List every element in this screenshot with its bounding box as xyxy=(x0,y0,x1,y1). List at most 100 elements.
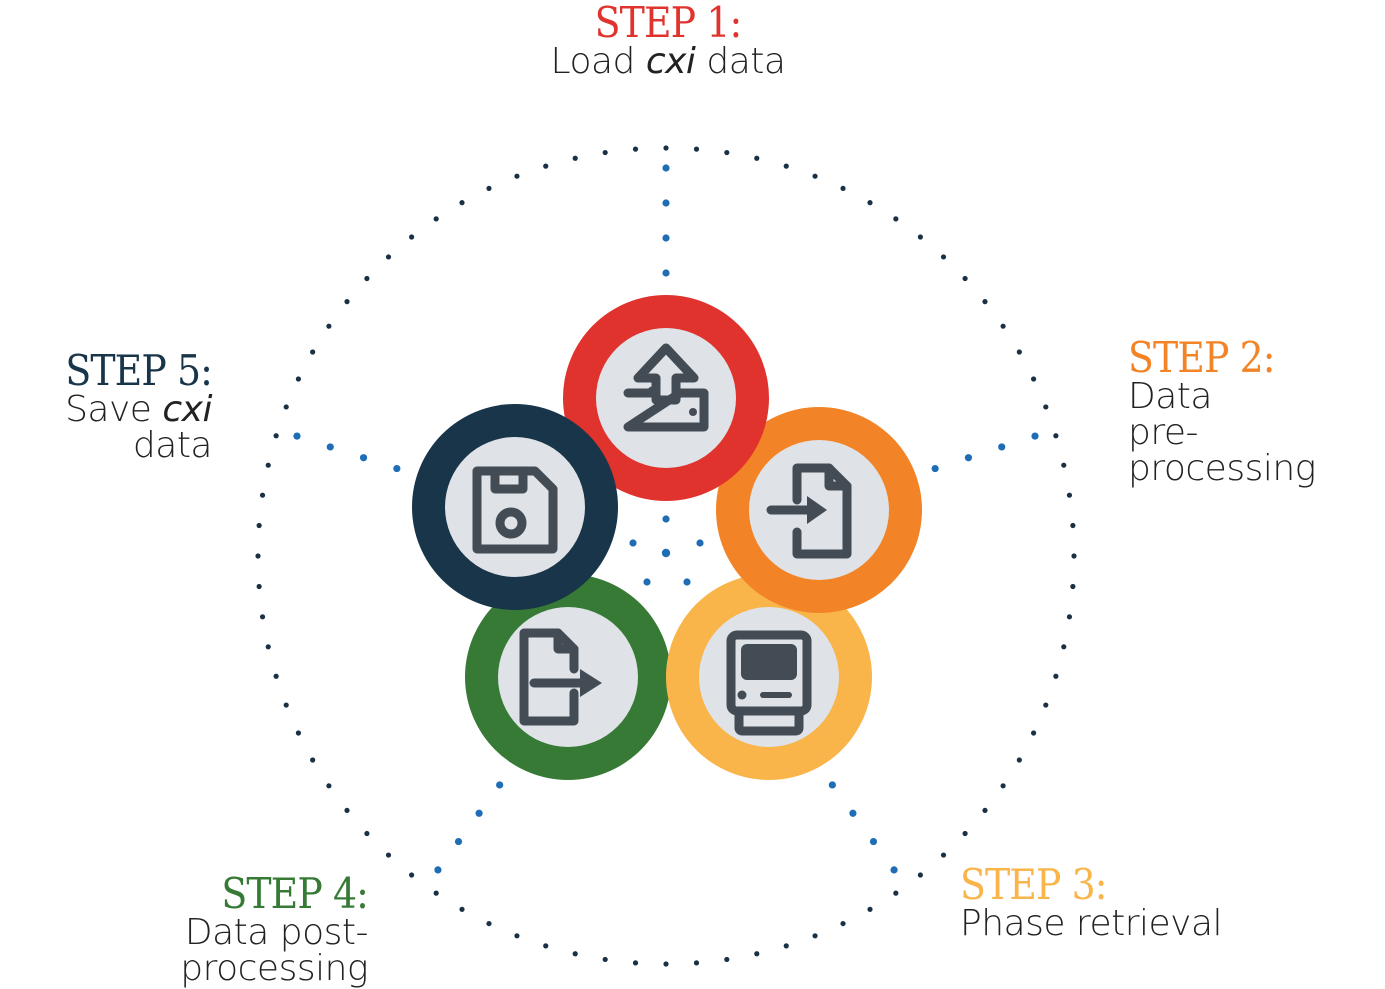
spoke-dot xyxy=(475,809,483,817)
ring-dot xyxy=(1043,702,1049,708)
step-3-description: Phase retrieval xyxy=(960,903,1223,944)
ring-dot xyxy=(1000,783,1006,789)
spoke-dot xyxy=(869,837,878,846)
tray-dot xyxy=(689,408,697,416)
ring-dot xyxy=(1016,349,1022,355)
step-2-node xyxy=(716,407,922,613)
spoke-dot xyxy=(931,464,939,473)
step-1-description: Load cxi data xyxy=(550,41,786,82)
ring-dot xyxy=(256,522,262,529)
step-5-label: STEP 5: Save cxi data xyxy=(20,350,213,466)
ring-dot xyxy=(783,163,789,169)
center-dot xyxy=(683,578,691,586)
ring-dot xyxy=(255,553,261,559)
spoke-dot xyxy=(496,781,504,789)
ring-dot xyxy=(409,872,415,878)
ring-dot xyxy=(1053,673,1059,679)
ring-dot xyxy=(893,890,899,896)
ring-dot xyxy=(1066,614,1073,620)
spoke-dot xyxy=(662,269,670,277)
ring-dot xyxy=(295,730,302,736)
ring-dot xyxy=(283,702,289,708)
spoke-dot xyxy=(359,454,368,462)
ring-dot xyxy=(259,614,266,620)
ring-dot xyxy=(385,852,392,858)
ring-dot xyxy=(486,920,492,927)
spoke-dot xyxy=(828,781,836,789)
spoke-dot xyxy=(998,443,1006,451)
ring-dot xyxy=(486,185,492,192)
ring-dot xyxy=(310,757,316,763)
ring-dot xyxy=(326,323,332,329)
ring-dot xyxy=(1053,433,1059,439)
ring-dot xyxy=(632,146,639,152)
ring-dot xyxy=(754,951,760,957)
outer-dotted-circle xyxy=(255,145,1077,967)
center-dot xyxy=(696,539,704,547)
document-corner xyxy=(553,628,579,654)
step-1-label: STEP 1: Load cxi data xyxy=(548,2,788,80)
center-dot xyxy=(662,515,670,523)
ring-dot xyxy=(1061,462,1067,468)
ring-dot xyxy=(982,807,988,813)
step-2-description-line1: Data xyxy=(1128,376,1212,417)
ring-dot xyxy=(1071,553,1077,559)
ring-dot xyxy=(602,956,608,963)
ring-dot xyxy=(310,349,316,355)
spoke-dot xyxy=(662,199,670,207)
step-5-description-line2: data xyxy=(132,425,213,466)
ring-dot xyxy=(514,173,520,179)
step-1-title: STEP 1: xyxy=(594,0,743,47)
ring-dot xyxy=(1043,404,1049,410)
ring-dot xyxy=(433,890,439,896)
ring-dot xyxy=(514,933,520,939)
ring-dot xyxy=(1070,522,1076,529)
ring-dot xyxy=(602,149,608,156)
ring-dot xyxy=(273,433,279,439)
ring-dot xyxy=(344,807,350,813)
ring-dot xyxy=(543,943,549,949)
ring-dot xyxy=(1066,492,1073,498)
ring-dot xyxy=(283,404,289,410)
center-dot xyxy=(629,539,637,547)
spoke-dot xyxy=(849,809,857,817)
ring-dot xyxy=(364,275,370,282)
ring-dot xyxy=(840,185,846,192)
ring-dot xyxy=(893,216,899,222)
ring-dot xyxy=(385,254,392,260)
ring-dot xyxy=(265,644,271,650)
ring-dot xyxy=(273,673,279,679)
ring-dot xyxy=(962,830,968,837)
ring-dot xyxy=(572,951,578,957)
spoke-dots xyxy=(293,164,1039,874)
step-2-label: STEP 2: Data pre-processing xyxy=(1128,337,1385,487)
ring-dot xyxy=(867,906,873,912)
ring-dot xyxy=(1030,376,1037,382)
ring-dot xyxy=(917,872,923,878)
center-dot xyxy=(643,578,651,586)
step-4-title: STEP 4: xyxy=(221,869,369,918)
ring-dot xyxy=(632,960,639,966)
disk-hub xyxy=(495,507,527,539)
arrow-head xyxy=(807,496,827,524)
file-import-icon xyxy=(766,463,852,559)
ring-dot xyxy=(724,956,730,963)
ring-dot xyxy=(962,275,968,282)
step-1-node xyxy=(563,295,769,501)
step-5-node xyxy=(412,404,618,610)
arrow-head xyxy=(580,669,602,697)
ring-dot xyxy=(409,234,415,240)
step-5-description-line1: Save cxi xyxy=(65,389,212,430)
ring-dot xyxy=(693,146,700,152)
center-dot xyxy=(661,548,671,558)
ring-dot xyxy=(693,960,700,966)
spoke-dot xyxy=(326,443,334,451)
ring-dot xyxy=(840,920,846,927)
spoke-dot xyxy=(393,464,401,473)
ring-dot xyxy=(256,583,262,590)
ring-dot xyxy=(364,830,370,837)
ring-dot xyxy=(982,299,988,305)
ring-dot xyxy=(326,783,332,789)
